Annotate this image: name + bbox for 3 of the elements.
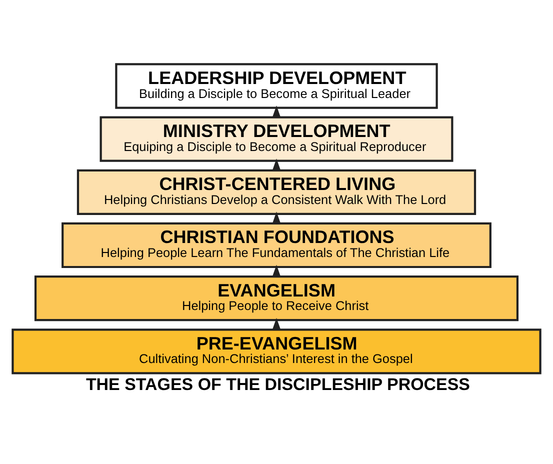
arrow [272, 105, 281, 117]
caption: THE STAGES OF THE DISCIPLESHIP PROCESS [86, 374, 470, 394]
node-box: LEADERSHIP DEVELOPMENT Building a Disciple to Become a Spiritual Leader [115, 62, 438, 108]
